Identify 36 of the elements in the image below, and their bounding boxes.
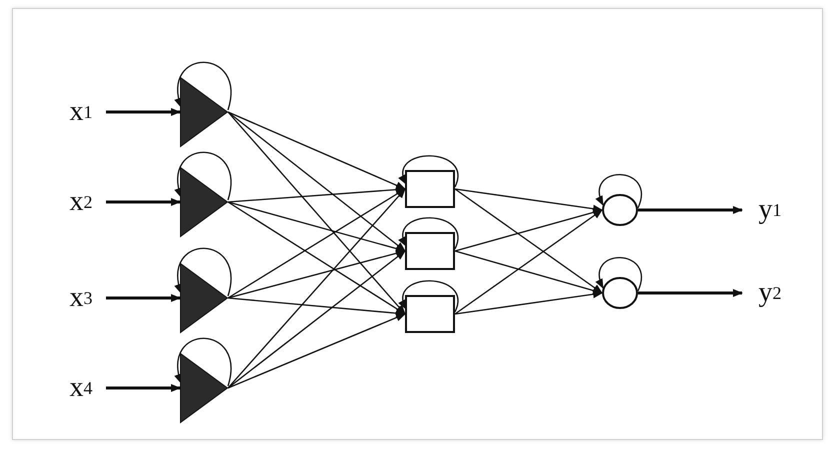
arrow: [106, 294, 181, 302]
arrow: [228, 297, 406, 318]
hidden-unit-box: [405, 170, 455, 208]
arrow: [106, 384, 181, 392]
loop-arrow: [175, 152, 232, 200]
arrow: [454, 188, 603, 213]
arrow: [228, 111, 406, 190]
hidden-unit-box: [405, 232, 455, 270]
output-unit-circle: [602, 277, 638, 309]
loop-arrow: [175, 62, 232, 110]
loop-arrow: [399, 280, 458, 312]
arrow: [454, 290, 603, 315]
arrow: [454, 209, 603, 315]
arrow: [228, 313, 406, 389]
triangle-neuron: [180, 77, 228, 147]
arrow: [228, 188, 406, 388]
hidden-unit-box: [405, 295, 455, 333]
arrow: [638, 289, 743, 297]
arrow: [106, 108, 181, 116]
loop-arrow: [399, 155, 458, 188]
triangle-neuron: [180, 167, 228, 237]
triangle-neuron: [180, 263, 228, 333]
loop-arrow: [175, 338, 232, 386]
loop-arrow: [175, 248, 232, 296]
arrow: [638, 206, 743, 214]
arrow: [228, 112, 406, 315]
output-unit-circle: [602, 194, 638, 226]
loop-arrow: [596, 257, 642, 292]
arrow: [228, 186, 406, 203]
arrow: [106, 198, 181, 206]
triangle-neuron: [180, 353, 228, 423]
arrow: [228, 250, 406, 389]
arrow: [228, 111, 406, 252]
loop-arrow: [596, 174, 642, 208]
loop-arrow: [399, 217, 458, 250]
arrow: [454, 188, 603, 294]
